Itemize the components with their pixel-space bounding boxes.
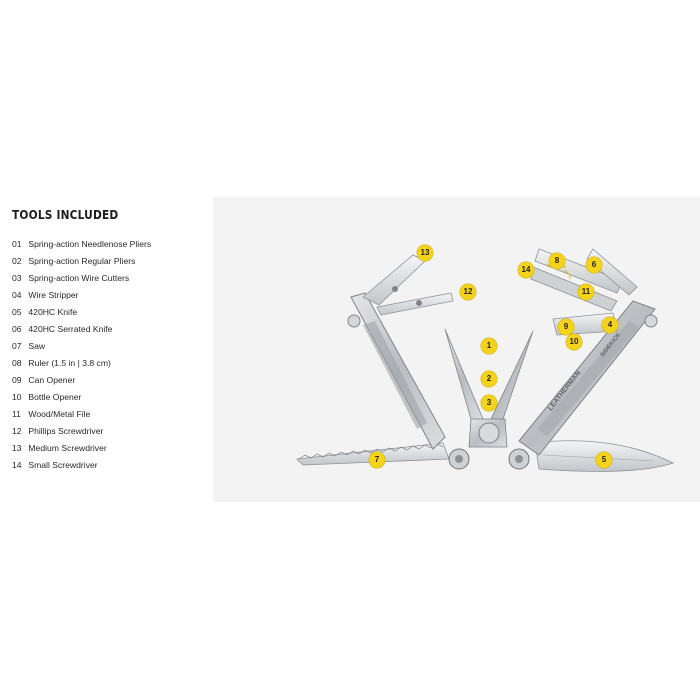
list-item: 12 Phillips Screwdriver — [12, 426, 104, 436]
list-item: 13 Medium Screwdriver — [12, 443, 107, 453]
callout-9: 9 — [558, 319, 574, 335]
callout-2: 2 — [481, 371, 497, 387]
callout-8: 8 — [549, 253, 565, 269]
left-handle — [347, 292, 446, 450]
callout-13: 13 — [417, 245, 433, 261]
callout-5: 5 — [596, 452, 612, 468]
list-item: 14 Small Screwdriver — [12, 460, 98, 470]
pliers-jaws — [444, 328, 534, 448]
multitool-illustration: LEATHERMAN SIDEKICK — [296, 248, 675, 472]
callout-7: 7 — [369, 452, 385, 468]
list-item: 06 420HC Serrated Knife — [12, 324, 113, 334]
list-item: 11 Wood/Metal File — [12, 409, 91, 419]
tools-list: 01 Spring-action Needlenose Pliers 02 Sp… — [12, 236, 151, 474]
pivot-screws — [448, 448, 530, 470]
callout-1: 1 — [481, 338, 497, 354]
list-item: 08 Ruler (1.5 in | 3.8 cm) — [12, 358, 111, 368]
callout-4: 4 — [602, 317, 618, 333]
callout-6: 6 — [586, 257, 602, 273]
list-item: 04 Wire Stripper — [12, 290, 79, 300]
callout-14: 14 — [518, 262, 534, 278]
list-item: 03 Spring-action Wire Cutters — [12, 273, 130, 283]
callout-12: 12 — [460, 284, 476, 300]
callout-10: 10 — [566, 334, 582, 350]
list-item: 09 Can Opener — [12, 375, 76, 385]
list-item: 05 420HC Knife — [12, 307, 78, 317]
list-item: 02 Spring-action Regular Pliers — [12, 256, 136, 266]
right-handle — [518, 300, 658, 456]
section-title: TOOLS INCLUDED — [12, 207, 119, 222]
list-item: 07 Saw — [12, 341, 46, 351]
screwdriver-bits — [362, 254, 454, 316]
list-item: 01 Spring-action Needlenose Pliers — [12, 239, 152, 249]
list-item: 10 Bottle Opener — [12, 392, 82, 402]
callout-3: 3 — [481, 395, 497, 411]
callout-11: 11 — [578, 284, 594, 300]
